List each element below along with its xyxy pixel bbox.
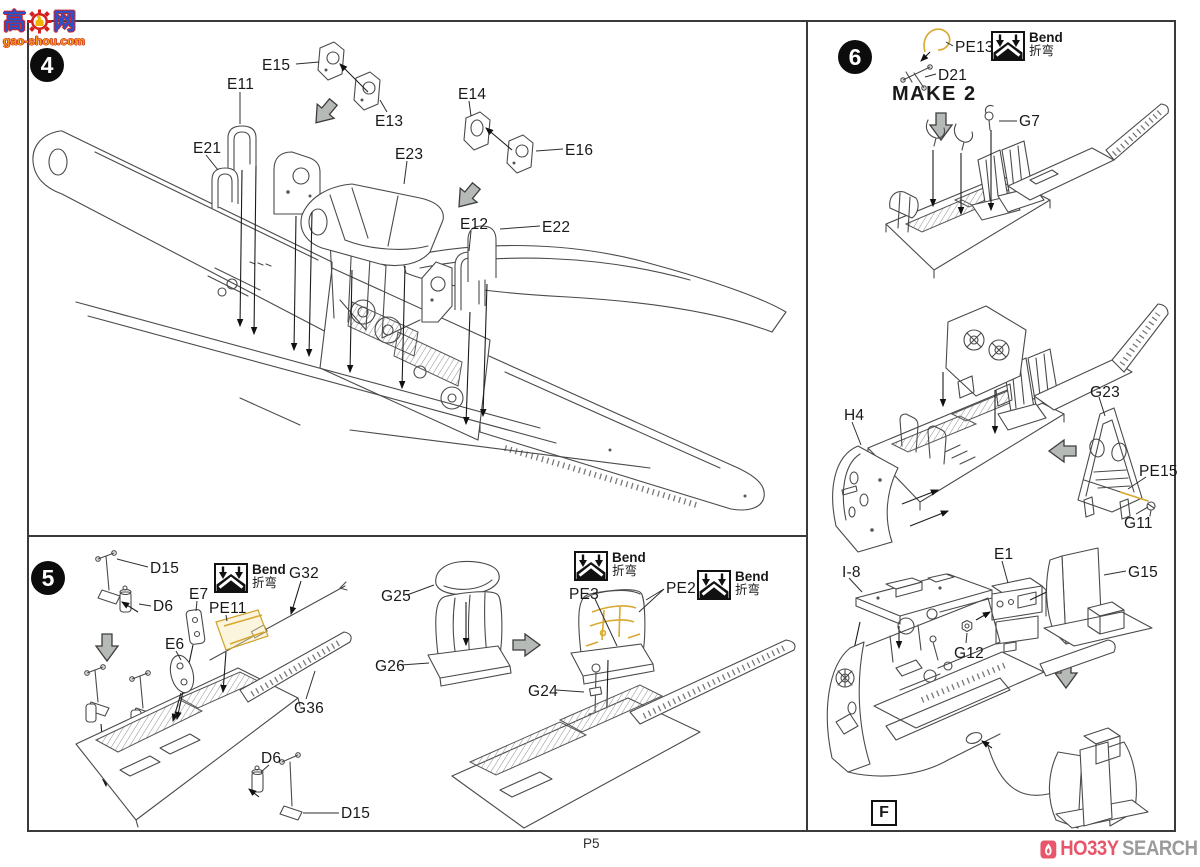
part-label-pe2: PE2: [666, 580, 696, 597]
part-label-g26: G26: [375, 658, 405, 675]
part-label-pe15: PE15: [1139, 463, 1178, 480]
make-2-note: MAKE 2: [892, 83, 977, 105]
bend-icon: [991, 31, 1025, 61]
part-label-e13: E13: [375, 113, 404, 130]
bend-icon: [697, 570, 731, 600]
part-label-e21: E21: [193, 140, 222, 157]
part-label-pe11: PE11: [209, 600, 247, 617]
hobby-search-wordmark-search: SEARCH: [1122, 837, 1198, 860]
step-number-5: 5: [31, 561, 65, 595]
part-label-g23: G23: [1090, 384, 1120, 401]
bend-label-en: Bend: [735, 569, 769, 584]
part-label-e6: E6: [165, 636, 185, 653]
bend-symbol-2: Bend 折弯: [574, 550, 646, 581]
bend-symbol-4: Bend 折弯: [991, 30, 1063, 61]
hobby-search-logo: HO33Y SEARCH: [1040, 837, 1198, 861]
watermark-char-right: 网: [53, 8, 76, 34]
part-label-h4: H4: [844, 407, 865, 424]
part-label-pe13: PE13: [955, 39, 994, 56]
bend-symbol-3: Bend 折弯: [697, 569, 769, 600]
gaoshou-watermark: 高 网 gao-shou.co: [3, 9, 85, 47]
bend-symbol-1: Bend 折弯: [214, 562, 286, 593]
watermark-char-left: 高: [3, 8, 26, 34]
part-label-g11: G11: [1124, 515, 1153, 532]
frame-ref-box: F: [871, 800, 897, 826]
part-label-g32: G32: [289, 565, 319, 582]
part-label-d6-bottom: D6: [261, 750, 282, 767]
part-label-d6-top: D6: [153, 598, 174, 615]
bend-label-zh: 折弯: [252, 576, 278, 591]
step-number-6: 6: [838, 40, 872, 74]
part-label-d15-top: D15: [150, 560, 180, 577]
part-label-d15-bottom: D15: [341, 805, 371, 822]
part-label-g25: G25: [381, 588, 411, 605]
part-label-e7: E7: [189, 586, 209, 603]
bend-label-en: Bend: [612, 550, 646, 565]
part-label-g12: G12: [954, 645, 984, 662]
part-label-e23: E23: [395, 146, 424, 163]
part-label-e11: E11: [227, 76, 255, 93]
hobby-search-wordmark-hobby: HO33Y: [1060, 837, 1119, 860]
bend-label-en: Bend: [252, 562, 286, 577]
part-label-g36: G36: [294, 700, 324, 717]
panel-divider-horizontal: [27, 535, 808, 537]
part-label-e16: E16: [565, 142, 594, 159]
part-label-e12: E12: [460, 216, 489, 233]
part-label-d21: D21: [938, 67, 968, 84]
bend-icon: [574, 551, 608, 581]
part-label-e22: E22: [542, 219, 571, 236]
part-label-g15: G15: [1128, 564, 1158, 581]
watermark-gear-icon: [27, 9, 52, 34]
part-label-e15: E15: [262, 57, 291, 74]
bend-label-zh: 折弯: [612, 564, 638, 579]
part-label-g24: G24: [528, 683, 558, 700]
part-label-g7: G7: [1019, 113, 1041, 130]
part-label-i8: I-8: [842, 564, 861, 581]
hobby-search-flame-icon: [1040, 840, 1057, 858]
page-number: P5: [583, 836, 600, 851]
sheet-outer-border: [27, 20, 1176, 832]
part-label-pe3: PE3: [569, 586, 599, 603]
step-number-4: 4: [30, 48, 64, 82]
bend-label-en: Bend: [1029, 30, 1063, 45]
bend-label-zh: 折弯: [735, 583, 761, 598]
panel-divider-vertical: [806, 20, 808, 832]
part-label-e14: E14: [458, 86, 487, 103]
bend-icon: [214, 563, 248, 593]
watermark-site-url: gao-shou.com: [3, 34, 86, 48]
part-label-e1: E1: [994, 546, 1014, 563]
bend-label-zh: 折弯: [1029, 44, 1055, 59]
